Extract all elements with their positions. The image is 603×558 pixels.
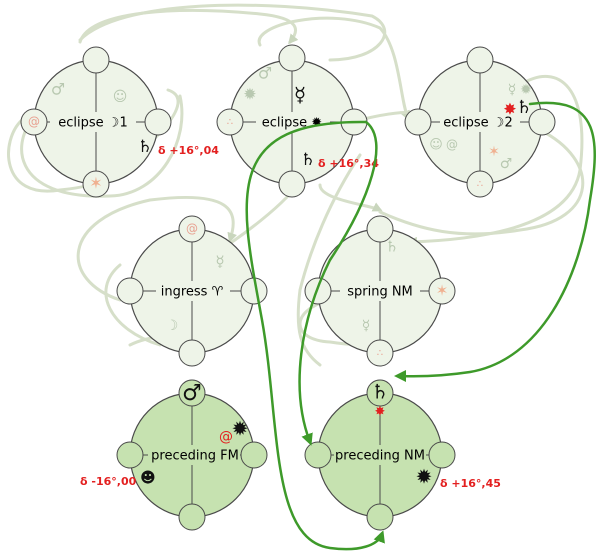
mercury-icon: ☿ — [215, 253, 224, 271]
node-tag: δ +16°,04 — [158, 144, 219, 157]
saturn-icon: ♄ — [385, 238, 398, 256]
moon-icon: ☽ — [166, 318, 179, 334]
saturn-icon: ♄ — [137, 137, 152, 157]
node-label: ingress ♈ — [161, 285, 224, 300]
mars-icon: ♂ — [182, 381, 202, 406]
node-label: spring NM — [347, 285, 413, 300]
dots-icon: ∴ — [377, 348, 383, 359]
sun-icon: ✹ — [243, 85, 256, 104]
dots-icon: ∴ — [227, 117, 233, 128]
spiral-icon: @ — [219, 429, 233, 445]
mercury-icon: ☿ — [508, 82, 517, 98]
node-preceding-nm[interactable]: preceding NM ♄ ✸ ✹ δ +16°,45 — [304, 379, 501, 531]
node-label: eclipse ✹ — [262, 116, 323, 131]
saturn-icon: ♄ — [300, 150, 315, 170]
star-icon: ✶ — [436, 282, 449, 300]
node-preceding-fm[interactable]: preceding FM ♂ ✹ @ ☻ δ -16°,00 — [80, 379, 268, 531]
red-burst-icon: ✸ — [375, 405, 386, 420]
node-eclipse-moon1[interactable]: eclipse ☽1 ♂ ☺ @ ✶ ♄ δ +16°,04 — [20, 46, 219, 198]
saturn-icon: ♄ — [516, 97, 532, 118]
star-icon: ✶ — [89, 174, 102, 193]
sun-icon: ✹ — [416, 465, 433, 489]
green-connectors — [245, 101, 596, 551]
node-label: preceding FM — [151, 449, 239, 464]
node-tag: δ -16°,00 — [80, 475, 137, 488]
node-eclipse-moon2[interactable]: eclipse ☽2 ☿ ✹ ✸ ♄ ☺ @ ✶ ♂ ∴ — [404, 46, 556, 198]
red-burst-icon: ✸ — [503, 100, 516, 119]
mars-icon: ♂ — [51, 80, 65, 99]
saturn-icon: ♄ — [371, 380, 389, 404]
sun-icon: ✹ — [232, 417, 249, 441]
node-label: preceding NM — [335, 449, 425, 464]
node-spring-nm[interactable]: spring NM ♄ ✶ ☿ ∴ — [304, 215, 456, 367]
node-tag: δ +16°,34 — [318, 157, 379, 170]
node-label: eclipse ☽1 — [58, 116, 127, 131]
face-icon: ☺ — [429, 138, 443, 153]
face-icon: ☺ — [113, 89, 128, 105]
mars-icon: ♂ — [258, 64, 272, 83]
node-tag: δ +16°,45 — [440, 477, 501, 490]
face-icon: ☻ — [140, 469, 156, 487]
sun-icon: ✹ — [520, 82, 532, 98]
mercury-icon: ☿ — [362, 318, 371, 334]
spiral-icon: @ — [186, 222, 198, 236]
dots-icon: ∴ — [477, 179, 483, 190]
mars-icon: ♂ — [500, 156, 513, 172]
spiral-icon: @ — [446, 138, 458, 152]
spiral-icon: @ — [28, 115, 40, 129]
node-label: eclipse ☽2 — [443, 116, 512, 131]
star-icon: ✶ — [488, 144, 500, 160]
mercury-icon: ☿ — [294, 83, 306, 107]
node-ingress[interactable]: ingress ♈ @ ☿ ☽ — [116, 215, 268, 367]
